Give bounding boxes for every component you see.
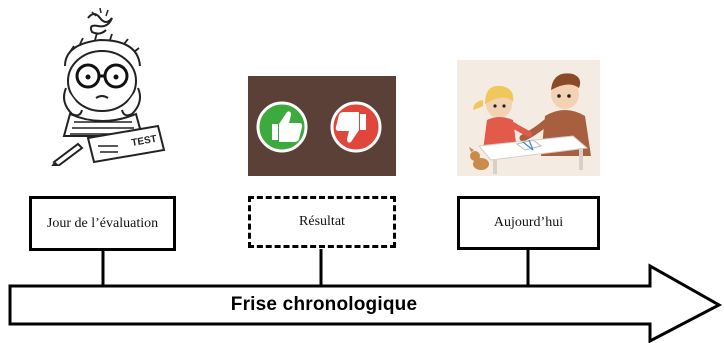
thumbs-down-icon: [330, 101, 382, 153]
test-sheet-text: TEST: [131, 134, 158, 149]
event-label-resultat: Résultat: [299, 214, 345, 230]
event-box-aujourdhui: Aujourd’hui: [457, 196, 600, 250]
timeline-title: Frise chronologique: [230, 294, 418, 315]
thumbs-result-illustration: [248, 76, 396, 176]
event-label-evaluation: Jour de l’évaluation: [46, 215, 159, 231]
event-label-aujourdhui: Aujourd’hui: [493, 215, 564, 231]
event-box-resultat: Résultat: [248, 196, 396, 248]
worried-student-illustration: TEST: [51, 7, 166, 166]
timeline-arrow-shape: [8, 263, 723, 343]
thumbs-up-icon: [256, 101, 308, 153]
event-box-evaluation: Jour de l’évaluation: [29, 196, 176, 251]
parent-child-illustration: [457, 60, 600, 176]
